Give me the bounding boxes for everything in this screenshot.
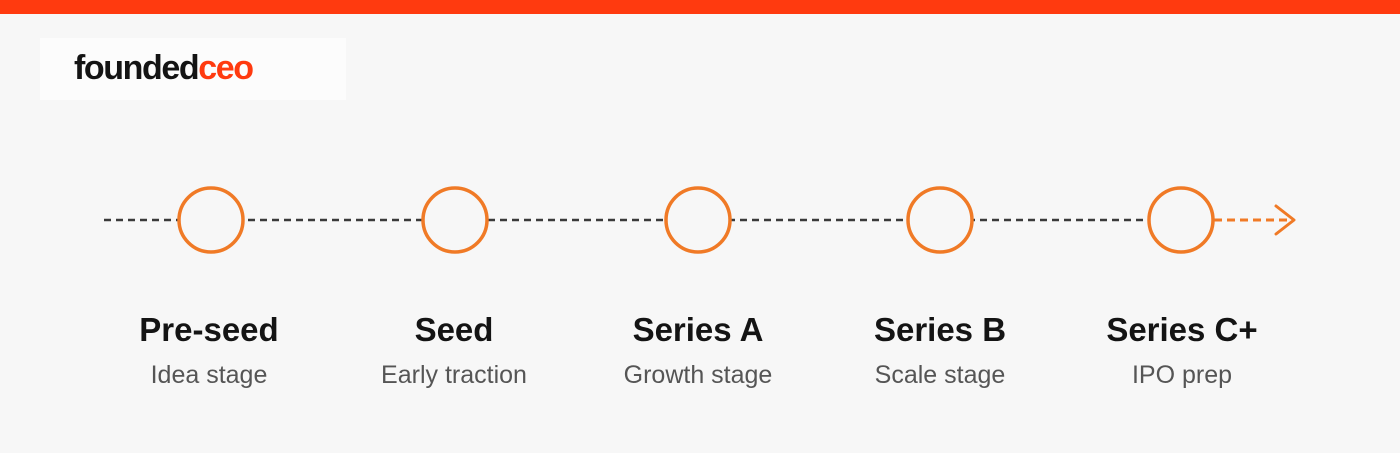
logo-text-founded: founded — [74, 49, 200, 87]
milestone-circle-series-b — [906, 186, 974, 254]
stage-subtitle: Scale stage — [874, 361, 1006, 389]
stage-subtitle: Idea stage — [150, 361, 268, 389]
stage-seed: Seed Early traction — [334, 308, 574, 390]
stage-pre-seed: Pre-seed Idea stage — [89, 308, 329, 390]
arrow-right-icon — [1274, 204, 1296, 236]
stage-title: Series B — [873, 311, 1007, 348]
logo-text-ceo: ceo — [198, 49, 254, 87]
stage-series-b: Series B Scale stage — [820, 308, 1060, 390]
stage-subtitle: IPO prep — [1131, 361, 1233, 389]
milestone-circle-pre-seed — [177, 186, 245, 254]
logo-background — [40, 38, 346, 100]
milestone-circle-series-a — [664, 186, 732, 254]
top-accent-bar — [0, 0, 1400, 14]
stage-series-a: Series A Growth stage — [578, 308, 818, 390]
stage-subtitle: Early traction — [381, 361, 527, 389]
stage-series-c: Series C+ IPO prep — [1062, 308, 1302, 390]
stage-subtitle: Growth stage — [623, 361, 773, 389]
stage-title: Pre-seed — [139, 311, 279, 348]
brand-logo: foundedceo — [74, 48, 254, 88]
stage-title: Seed — [414, 311, 494, 348]
stage-title: Series A — [632, 311, 764, 348]
milestone-circle-seed — [421, 186, 489, 254]
milestone-circle-series-c — [1147, 186, 1215, 254]
stage-title: Series C+ — [1106, 311, 1258, 348]
